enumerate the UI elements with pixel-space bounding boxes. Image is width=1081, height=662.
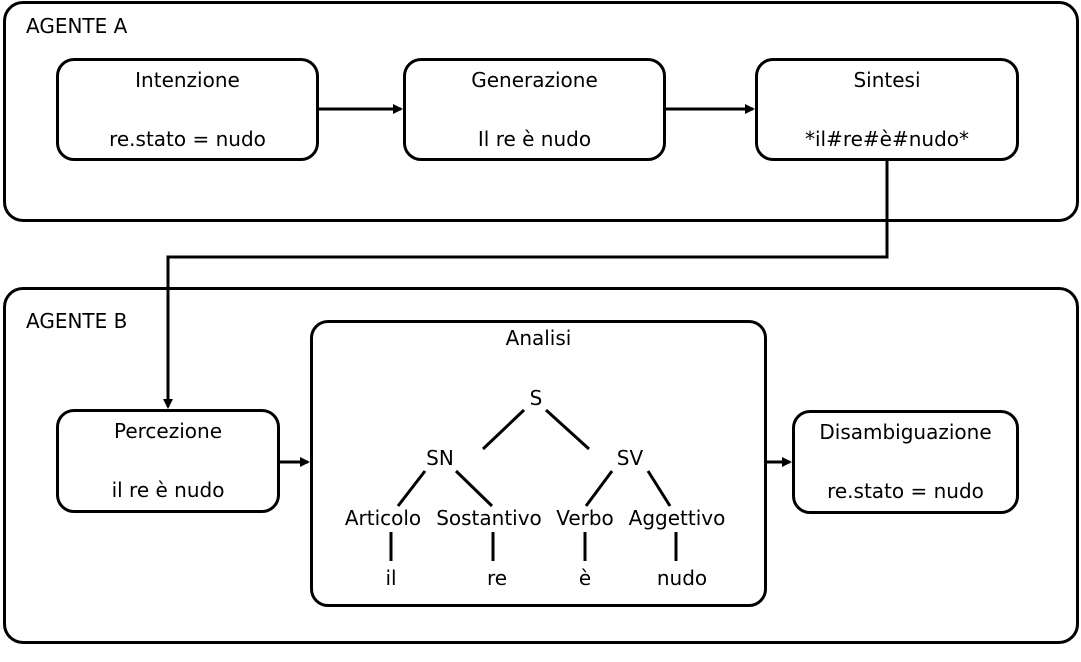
perception-value: il re è nudo	[111, 478, 225, 502]
tree-category-verbo: Verbo	[556, 506, 614, 530]
generation-node: Generazione Il re è nudo	[403, 58, 666, 161]
parse-tree-edges	[389, 408, 678, 561]
tree-category-sostantivo: Sostantivo	[436, 506, 542, 530]
disambiguation-node: Disambiguazione re.stato = nudo	[792, 410, 1019, 514]
disambiguation-title: Disambiguazione	[819, 420, 992, 444]
edge-sv-verbo	[584, 470, 614, 507]
synthesis-node: Sintesi *il#re#è#nudo*	[755, 58, 1019, 161]
perception-title: Percezione	[113, 419, 222, 443]
tree-category-aggettivo: Aggettivo	[628, 506, 726, 530]
tree-word-nudo: nudo	[656, 566, 708, 590]
edge-s-sv	[544, 408, 591, 451]
edge-s-sn	[481, 408, 526, 451]
tree-phrase-sn: SN	[426, 446, 454, 470]
generation-title: Generazione	[471, 68, 598, 92]
tree-category-articolo: Articolo	[344, 506, 422, 530]
synthesis-title: Sintesi	[853, 68, 921, 92]
analysis-title: Analisi	[505, 326, 572, 350]
perception-node: Percezione il re è nudo	[56, 409, 280, 513]
tree-root-s: S	[529, 386, 543, 410]
tree-word-re: re	[486, 566, 508, 590]
arrow-synthesis-to-perception	[163, 161, 889, 409]
generation-value: Il re è nudo	[477, 127, 592, 151]
intention-node: Intenzione re.stato = nudo	[56, 58, 319, 161]
edge-sn-sostantivo	[454, 469, 494, 508]
agent-b-label: AGENTE B	[26, 309, 128, 333]
edge-sv-aggettivo	[646, 470, 672, 507]
tree-word-il: il	[385, 566, 397, 590]
agent-a-label: AGENTE A	[26, 14, 128, 38]
edge-sn-articolo	[396, 470, 427, 507]
analysis-node: Analisi	[310, 320, 767, 607]
synthesis-value: *il#re#è#nudo*	[804, 127, 970, 151]
intention-title: Intenzione	[135, 68, 240, 92]
disambiguation-value: re.stato = nudo	[827, 479, 984, 503]
tree-phrase-sv: SV	[616, 446, 644, 470]
tree-word-e: è	[578, 566, 592, 590]
intention-value: re.stato = nudo	[109, 127, 266, 151]
